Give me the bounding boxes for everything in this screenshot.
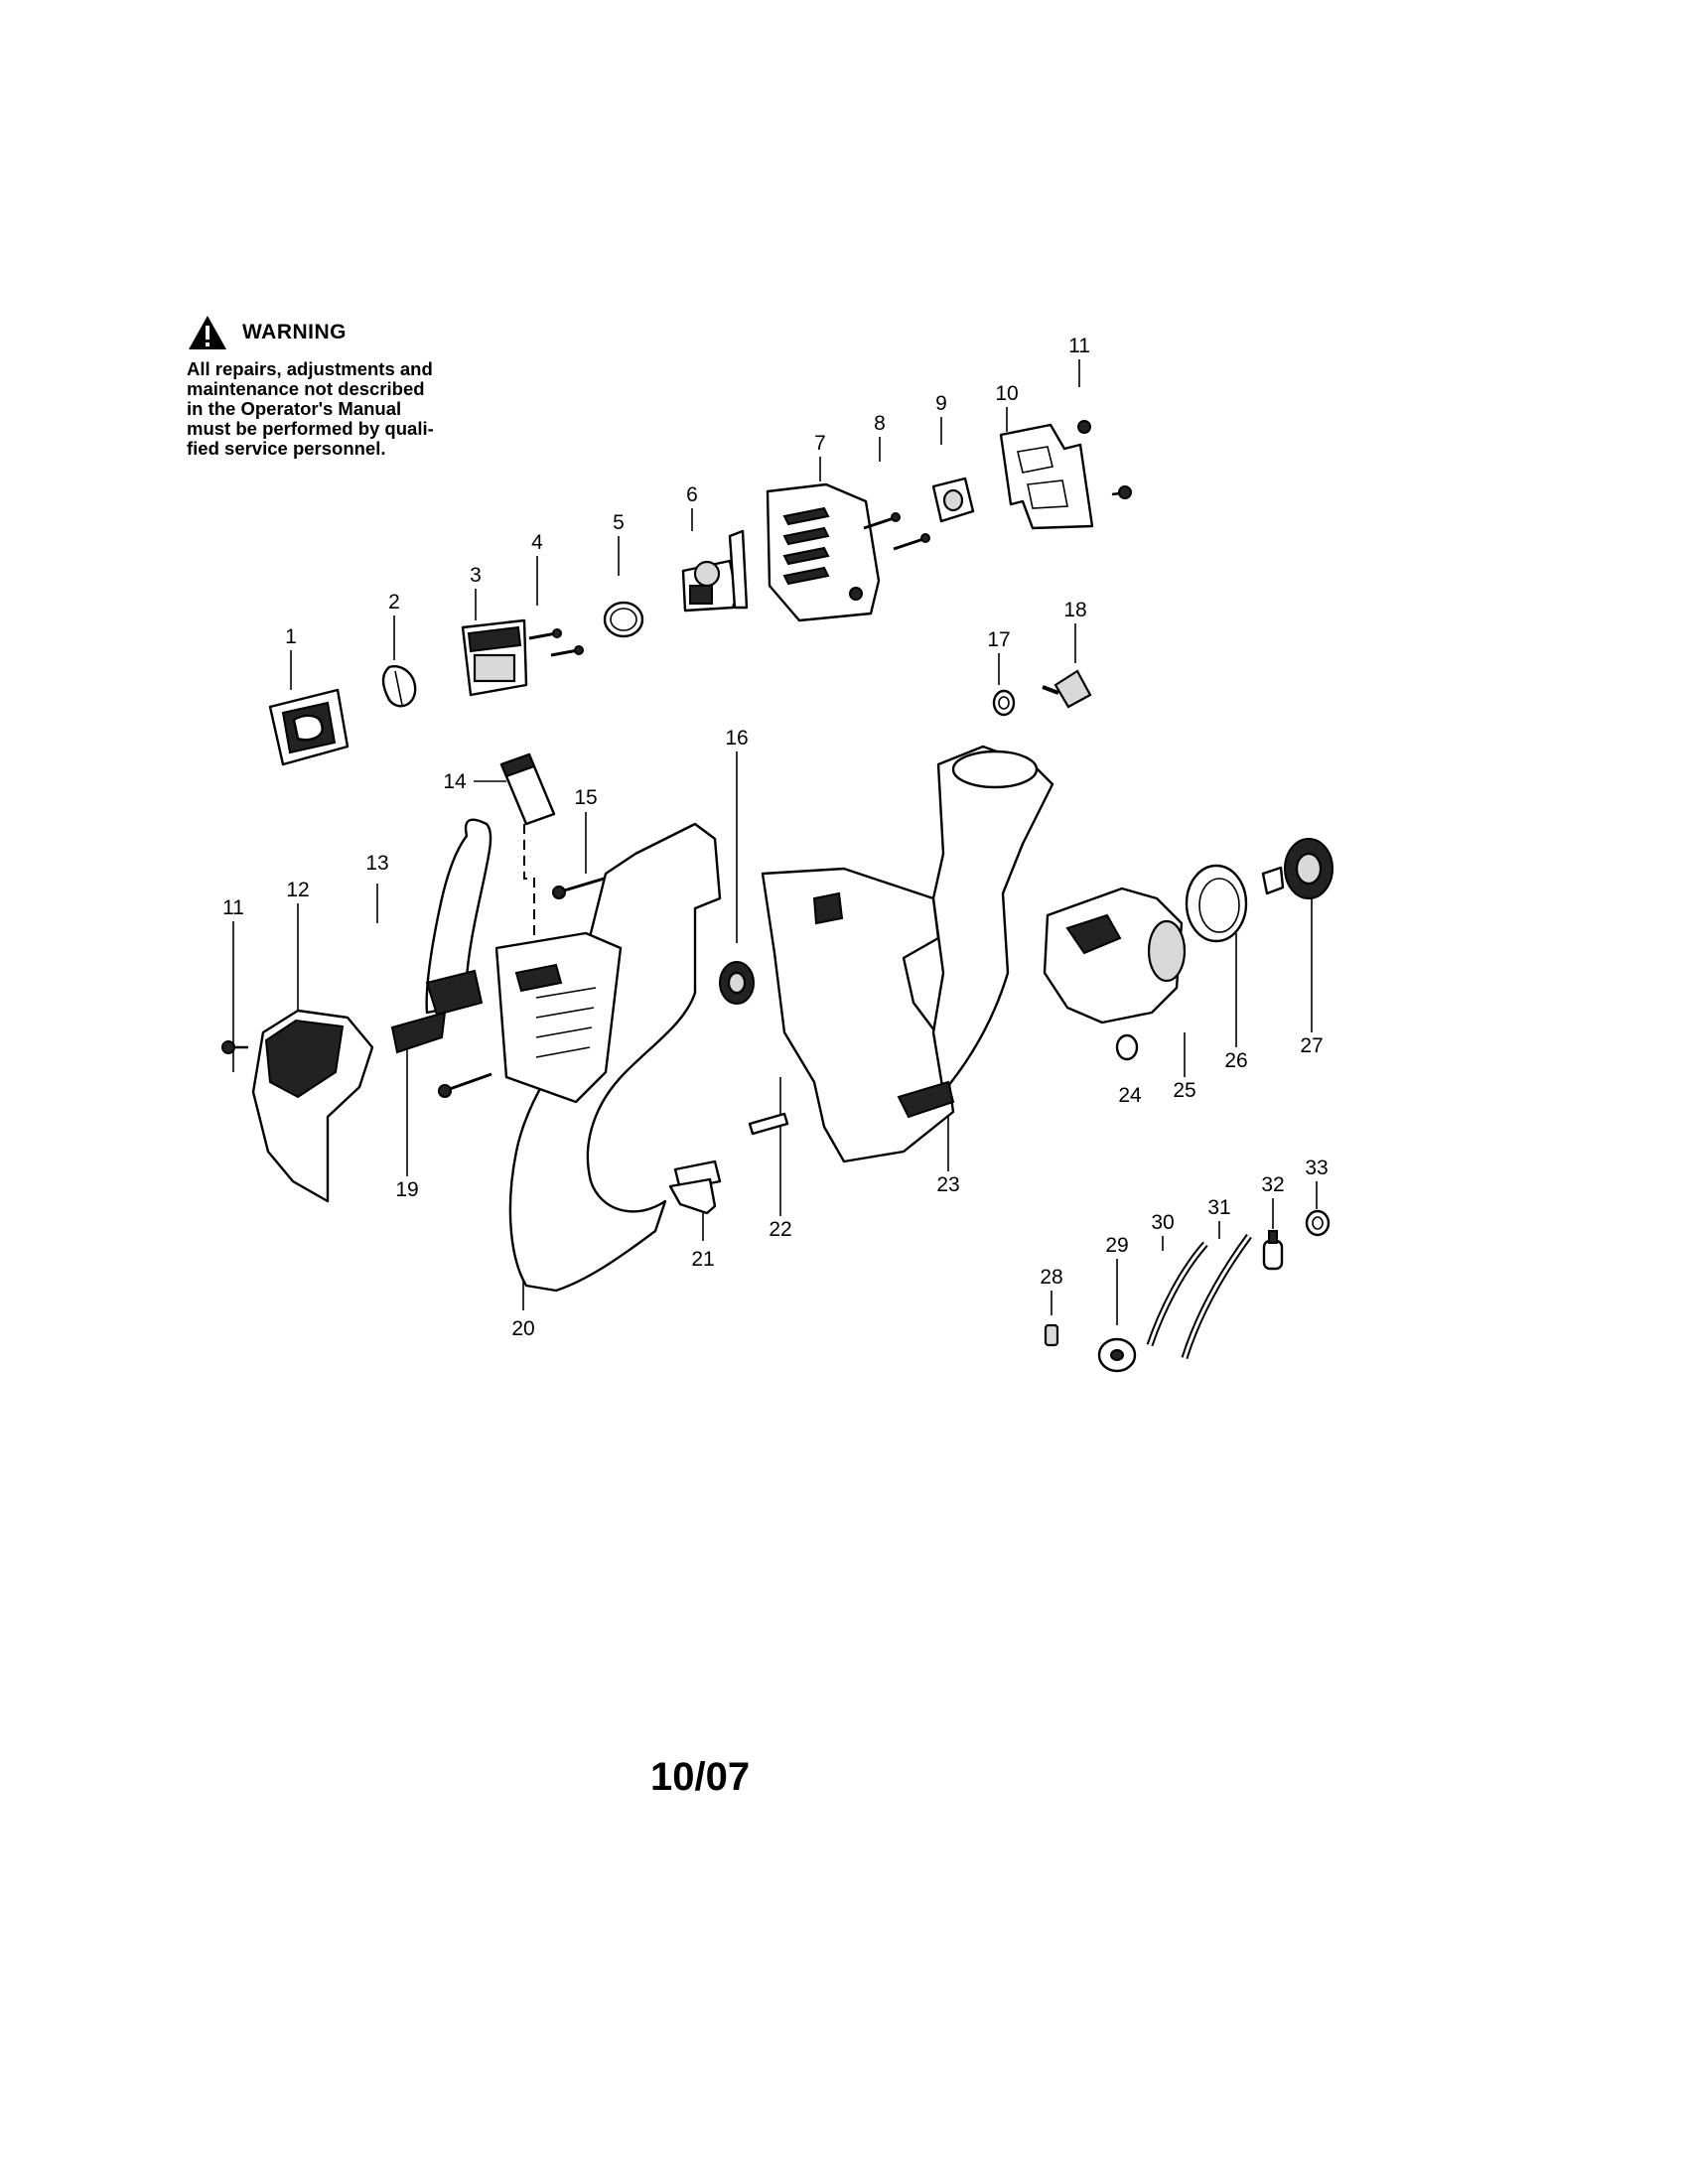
part-label: 21 [691,1248,714,1271]
part-label: 25 [1173,1079,1195,1102]
warning-triangle-icon [189,316,226,349]
part-label: 1 [285,625,297,648]
part-fan-wheel [719,961,755,1005]
part-decal [390,1011,447,1054]
warning-line: in the Operator's Manual [187,398,402,419]
part-screws-11-top [1077,420,1132,499]
part-label: 18 [1063,599,1086,621]
part-label: 19 [395,1178,418,1201]
part-label: 22 [769,1218,791,1241]
part-label: 28 [1040,1266,1062,1289]
part-label: 3 [470,564,482,587]
part-label: 7 [814,432,826,455]
part-label: 32 [1261,1173,1284,1196]
warning-line: must be performed by quali- [187,418,434,439]
part-label: 11 [1068,335,1090,357]
part-number-labels: 1 2 3 4 5 6 7 8 9 10 11 11 12 13 14 15 1… [222,335,1329,1340]
warning-title: WARNING [242,321,347,343]
part-pin [748,1112,789,1136]
part-label: 20 [511,1317,534,1340]
part-nut [992,689,1016,717]
warning-line: fied service personnel. [187,438,386,459]
part-pad [499,752,556,826]
part-blower-housing-right [761,745,1054,1163]
part-label: 15 [574,786,597,809]
part-clip [1044,1323,1059,1347]
warning-text: All repairs, adjustments and maintenance… [187,359,504,459]
part-fuel-filter [1262,1230,1284,1271]
warning-line: maintenance not described [187,378,425,399]
part-o-ring [603,601,644,638]
part-impeller-nut [1261,838,1333,899]
warning-notice: WARNING All repairs, adjustments and mai… [187,314,504,459]
part-blower-housing-left [494,822,722,1293]
part-knob-bolt [1042,669,1092,709]
part-label: 30 [1151,1211,1174,1234]
assembly-line-handle [523,824,535,943]
part-label: 23 [936,1173,959,1196]
part-label: 16 [725,727,748,750]
part-handle [425,818,492,1017]
part-label: 17 [987,628,1010,651]
footer-date: 10/07 [650,1755,751,1799]
part-label: 5 [613,511,625,534]
part-label: 6 [686,483,698,506]
part-label: 12 [286,879,309,901]
part-label: 13 [365,852,388,875]
part-screws-8 [863,512,930,551]
part-grommet [1305,1209,1331,1237]
part-engine-cover [766,482,881,622]
leader-lines [232,359,1318,1325]
part-label: 4 [531,531,543,554]
part-nozzle [1043,887,1187,1024]
part-label: 24 [1118,1084,1142,1107]
warning-header: WARNING [187,314,504,351]
part-latch [668,1177,717,1215]
part-filter-cap [381,665,417,708]
part-screws-4 [528,628,584,657]
part-flange [1185,864,1248,943]
part-front-cover [251,1009,374,1203]
part-label: 8 [874,412,886,435]
part-label: 14 [443,770,467,793]
part-cover-plate [999,423,1094,530]
part-spacer [931,477,975,523]
part-tube-31 [1181,1233,1252,1360]
part-label: 26 [1224,1049,1247,1072]
part-label: 9 [935,392,947,415]
part-label: 27 [1300,1034,1323,1057]
part-label: 11 [222,896,244,919]
part-air-filter-gasket [268,688,350,766]
part-label: 29 [1105,1234,1128,1257]
part-label: 31 [1207,1196,1230,1219]
part-label: 2 [388,591,400,614]
part-filter-housing [461,618,528,697]
part-tube-30 [1146,1241,1208,1347]
part-carburetor [681,529,749,613]
part-label: 33 [1305,1157,1328,1179]
part-washer [1097,1337,1137,1373]
part-screws-11-left [221,1040,248,1054]
warning-line: All repairs, adjustments and [187,358,433,379]
part-label: 10 [995,382,1018,405]
part-bushing [1115,1033,1139,1061]
